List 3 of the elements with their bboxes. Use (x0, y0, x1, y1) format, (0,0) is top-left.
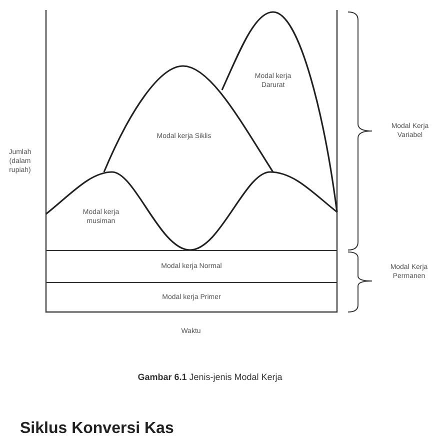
band-box (46, 250, 337, 283)
section-heading: Siklus Konversi Kas (20, 420, 175, 438)
figure-caption: Gambar 6.1 Jenis-jenis Modal Kerja (136, 372, 284, 383)
